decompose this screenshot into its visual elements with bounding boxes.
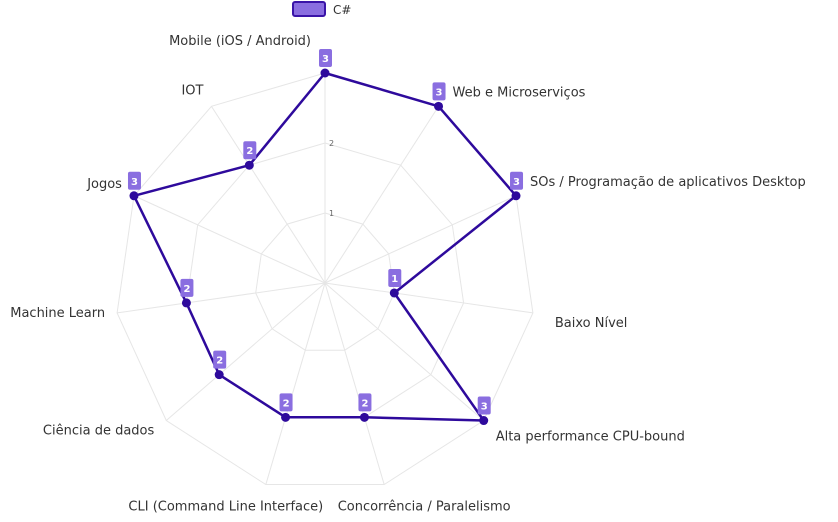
data-point[interactable] bbox=[359, 412, 369, 422]
data-label: 3 bbox=[436, 87, 443, 98]
data-point[interactable] bbox=[389, 288, 399, 298]
legend-label-csharp: C# bbox=[333, 3, 351, 17]
grid-spoke bbox=[324, 282, 533, 314]
data-label: 2 bbox=[183, 284, 190, 295]
data-label-badge bbox=[213, 350, 227, 369]
data-point[interactable] bbox=[244, 160, 254, 170]
tick-label: 1 bbox=[329, 209, 334, 218]
grid-spoke bbox=[117, 282, 326, 314]
radar-series: 3 3 3 1 3 2 2 2 2 3 2 bbox=[127, 49, 524, 426]
grid-spoke bbox=[324, 282, 485, 421]
axis-label: Machine Learn bbox=[10, 306, 105, 321]
data-label-badge bbox=[279, 393, 293, 412]
axis-label: Alta performance CPU-bound bbox=[496, 430, 685, 445]
data-label-badge bbox=[432, 82, 446, 101]
data-label-badge bbox=[243, 141, 257, 160]
axis-label: Baixo Nível bbox=[555, 316, 628, 331]
grid-spoke bbox=[324, 106, 439, 284]
grid-spoke bbox=[133, 195, 326, 284]
data-label: 1 bbox=[391, 274, 398, 285]
data-label: 3 bbox=[513, 177, 520, 188]
data-point[interactable] bbox=[129, 191, 139, 201]
radar-grid bbox=[116, 72, 534, 485]
data-label: 2 bbox=[216, 356, 223, 367]
data-point[interactable] bbox=[181, 298, 191, 308]
data-label: 2 bbox=[361, 398, 368, 409]
grid-spoke bbox=[165, 282, 326, 421]
data-point[interactable] bbox=[281, 412, 291, 422]
data-label-badge bbox=[477, 396, 491, 415]
data-label-badge bbox=[127, 171, 141, 190]
data-label-badge bbox=[319, 49, 332, 67]
data-label: 2 bbox=[246, 146, 253, 157]
grid-spoke bbox=[265, 282, 326, 485]
data-label: 3 bbox=[322, 54, 329, 65]
legend-swatch-csharp bbox=[292, 1, 326, 17]
axis-label: Concorrência / Paralelismo bbox=[338, 499, 511, 514]
series-line bbox=[132, 71, 518, 422]
data-label-badge bbox=[358, 393, 372, 412]
grid-ring-1 bbox=[255, 212, 395, 351]
axis-label: Jogos bbox=[86, 177, 122, 192]
axis-label: Ciência de dados bbox=[43, 424, 155, 439]
axis-label: Web e Microserviços bbox=[453, 85, 586, 100]
radar-ticks: 12 bbox=[329, 139, 334, 218]
data-point[interactable] bbox=[320, 68, 330, 78]
data-label-badge bbox=[388, 268, 402, 287]
data-label-badge bbox=[180, 278, 194, 297]
legend[interactable]: C# bbox=[292, 1, 351, 17]
data-label: 2 bbox=[283, 398, 290, 409]
axis-label: IOT bbox=[181, 83, 203, 98]
axis-label: Mobile (iOS / Android) bbox=[169, 34, 311, 49]
radar-axis-labels: Mobile (iOS / Android) Web e Microserviço… bbox=[10, 34, 806, 514]
data-label: 3 bbox=[131, 177, 138, 188]
axis-label: CLI (Command Line Interface) bbox=[128, 499, 323, 514]
data-point[interactable] bbox=[214, 370, 224, 380]
grid-spoke bbox=[211, 106, 326, 284]
data-point[interactable] bbox=[511, 191, 521, 201]
data-label: 3 bbox=[481, 402, 488, 413]
axis-label: SOs / Programação de aplicativos Desktop bbox=[530, 175, 806, 190]
data-point[interactable] bbox=[479, 416, 489, 426]
data-label-badge bbox=[510, 171, 524, 190]
grid-spoke bbox=[324, 195, 517, 284]
tick-label: 2 bbox=[329, 139, 334, 148]
data-point[interactable] bbox=[434, 101, 444, 111]
grid-spoke bbox=[324, 282, 385, 485]
